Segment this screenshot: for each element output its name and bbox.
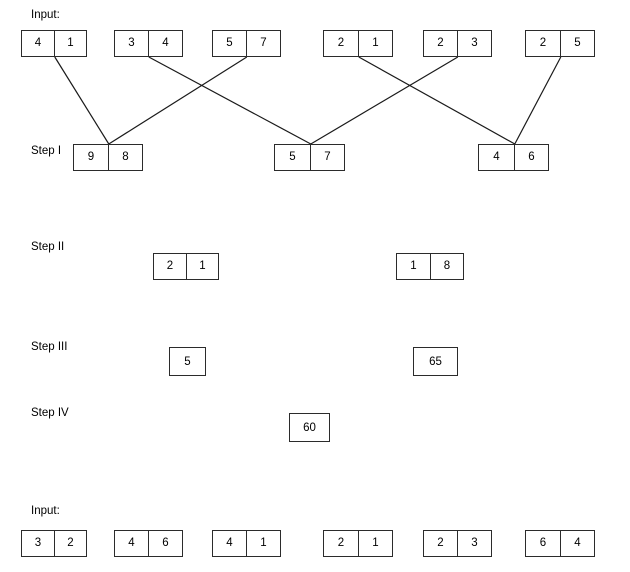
input-top-box-4: 2 3	[423, 30, 492, 57]
step-2-box-0: 2 1	[153, 253, 219, 280]
step-1-box-1: 5 7	[274, 144, 345, 171]
step-2-box-0-left: 2	[154, 254, 187, 279]
step-4-box-0: 60	[289, 413, 330, 442]
input-bottom-box-0-right: 2	[54, 531, 86, 556]
step-1-box-2-right: 6	[514, 145, 548, 170]
input-bottom-box-4-right: 3	[457, 531, 491, 556]
input-top-box-0: 4 1	[21, 30, 87, 57]
input-top-box-1-right: 4	[148, 31, 182, 56]
step-1-box-0-left: 9	[74, 145, 109, 170]
input-top-box-5: 2 5	[525, 30, 595, 57]
connector-line	[358, 56, 516, 145]
connector-line	[514, 56, 562, 145]
input-bottom-box-1: 4 6	[114, 530, 183, 557]
step-3-box-0: 5	[169, 347, 206, 376]
input-label-top: Input:	[31, 9, 60, 21]
input-bottom-box-0-left: 3	[22, 531, 55, 556]
input-bottom-box-5-left: 6	[526, 531, 561, 556]
input-bottom-box-4: 2 3	[423, 530, 492, 557]
step-2-box-1-right: 8	[430, 254, 463, 279]
input-top-box-5-right: 5	[560, 31, 594, 56]
input-bottom-box-2-right: 1	[246, 531, 280, 556]
step-1-box-2-left: 4	[479, 145, 515, 170]
input-top-box-4-right: 3	[457, 31, 491, 56]
connector-line	[310, 56, 459, 145]
step-1-box-0: 9 8	[73, 144, 143, 171]
step-3-label: Step III	[31, 341, 68, 353]
input-bottom-box-0: 3 2	[21, 530, 87, 557]
input-bottom-box-3: 2 1	[323, 530, 393, 557]
step-4-label: Step IV	[31, 407, 69, 419]
input-top-box-2-left: 5	[213, 31, 247, 56]
step-1-box-0-right: 8	[108, 145, 142, 170]
input-top-box-2-right: 7	[246, 31, 280, 56]
step-3-box-1: 65	[413, 347, 458, 376]
input-top-box-2: 5 7	[212, 30, 281, 57]
input-top-box-3: 2 1	[323, 30, 393, 57]
step-2-box-1: 1 8	[396, 253, 464, 280]
connector-line	[54, 56, 110, 145]
input-top-box-4-left: 2	[424, 31, 458, 56]
input-bottom-box-5-right: 4	[560, 531, 594, 556]
input-bottom-box-2-left: 4	[213, 531, 247, 556]
input-bottom-box-1-left: 4	[115, 531, 149, 556]
input-top-box-3-right: 1	[358, 31, 392, 56]
step-1-label: Step I	[31, 145, 62, 157]
step-1-box-1-left: 5	[275, 145, 311, 170]
input-bottom-box-5: 6 4	[525, 530, 595, 557]
input-bottom-box-3-left: 2	[324, 531, 359, 556]
input-top-box-0-right: 1	[54, 31, 86, 56]
input-top-box-0-left: 4	[22, 31, 55, 56]
connector-line	[108, 56, 248, 145]
step-2-box-1-left: 1	[397, 254, 431, 279]
input-bottom-box-3-right: 1	[358, 531, 392, 556]
input-top-box-1-left: 3	[115, 31, 149, 56]
connector-line	[148, 56, 312, 145]
step-1-box-2: 4 6	[478, 144, 549, 171]
step-1-box-1-right: 7	[310, 145, 344, 170]
input-top-box-5-left: 2	[526, 31, 561, 56]
input-bottom-box-2: 4 1	[212, 530, 281, 557]
input-top-box-1: 3 4	[114, 30, 183, 57]
step-2-box-0-right: 1	[186, 254, 218, 279]
input-bottom-box-4-left: 2	[424, 531, 458, 556]
input-label-bottom: Input:	[31, 505, 60, 517]
input-top-box-3-left: 2	[324, 31, 359, 56]
step-2-label: Step II	[31, 241, 65, 253]
input-bottom-box-1-right: 6	[148, 531, 182, 556]
